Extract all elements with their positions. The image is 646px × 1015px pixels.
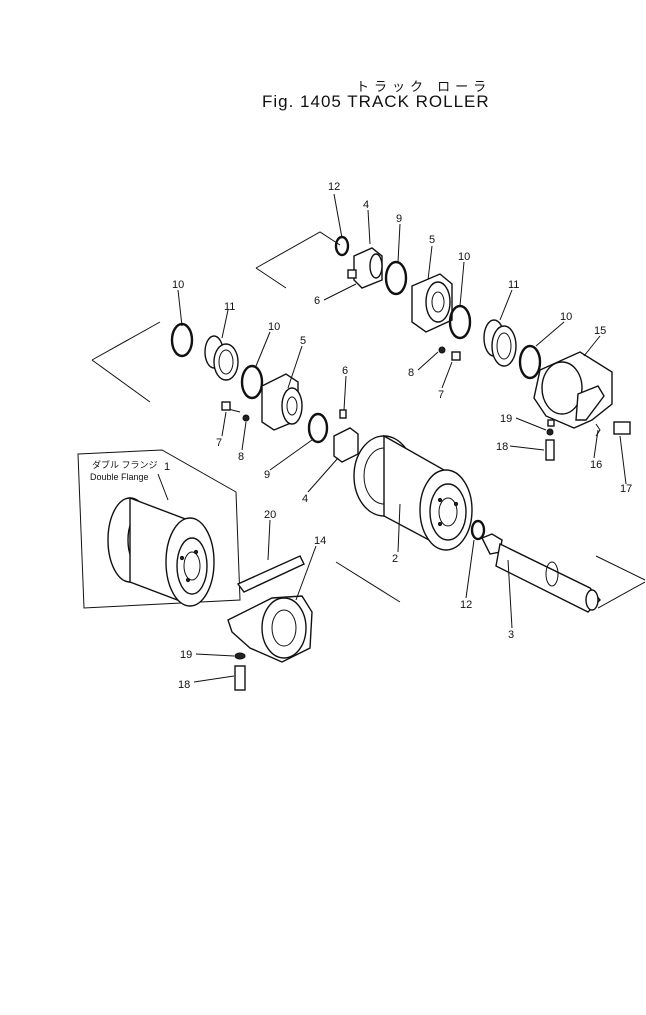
callout-10-right-b: 10 (560, 311, 572, 323)
title-japanese: トラック ローラ (356, 80, 492, 95)
callout-10-left-b: 10 (268, 321, 280, 333)
callout-12-lower: 12 (460, 599, 472, 611)
roller-shaft (481, 533, 601, 613)
callout-12-upper: 12 (328, 181, 340, 193)
right-end-bracket (533, 351, 631, 461)
left-end-bracket (227, 555, 313, 691)
callout-18-right: 18 (496, 441, 508, 453)
inset-part-number: 1 (164, 461, 170, 473)
callout-3: 3 (508, 629, 514, 641)
callout-11-left: 11 (224, 301, 235, 313)
callout-5-upper: 5 (429, 234, 435, 246)
callout-4-lower: 4 (302, 493, 308, 505)
callout-19-right: 19 (500, 413, 512, 425)
figure-title: Fig. 1405 TRACK ROLLER (262, 92, 490, 111)
inset-label-japanese: ダブル フランジ (92, 459, 158, 470)
callout-10-right-a: 10 (458, 251, 470, 263)
callout-19-lower: 19 (180, 649, 192, 661)
callout-18-lower: 18 (178, 679, 190, 691)
callout-6-lower: 6 (342, 365, 348, 377)
callout-17: 17 (620, 483, 632, 495)
callout-5-left: 5 (300, 335, 306, 347)
callout-10-left-a: 10 (172, 279, 184, 291)
inset-labels: ダブル フランジ Double Flange 1 (90, 459, 170, 482)
callout-labels: 12 4 9 5 6 10 11 10 10 11 10 15 8 7 19 1… (172, 181, 632, 691)
roller-body (353, 434, 486, 551)
callout-8-right: 8 (408, 367, 414, 379)
callout-20: 20 (264, 509, 276, 521)
callout-8-left: 8 (238, 451, 244, 463)
left-bearing-group (170, 322, 359, 463)
callout-11-right: 11 (508, 279, 519, 291)
callout-16: 16 (590, 459, 602, 471)
callout-2: 2 (392, 553, 398, 565)
callout-7-left: 7 (216, 437, 222, 449)
callout-9-upper: 9 (396, 213, 402, 225)
callout-14: 14 (314, 535, 326, 547)
callout-4-upper: 4 (363, 199, 369, 211)
callout-15: 15 (594, 325, 606, 337)
double-flange-inset (77, 449, 241, 609)
callout-6-upper: 6 (314, 295, 320, 307)
inset-label-english: Double Flange (90, 472, 149, 482)
leader-lines (157, 193, 627, 683)
axis-guides (91, 231, 646, 609)
center-bearing-group (334, 235, 542, 380)
callout-7-right: 7 (438, 389, 444, 401)
callout-9-lower: 9 (264, 469, 270, 481)
